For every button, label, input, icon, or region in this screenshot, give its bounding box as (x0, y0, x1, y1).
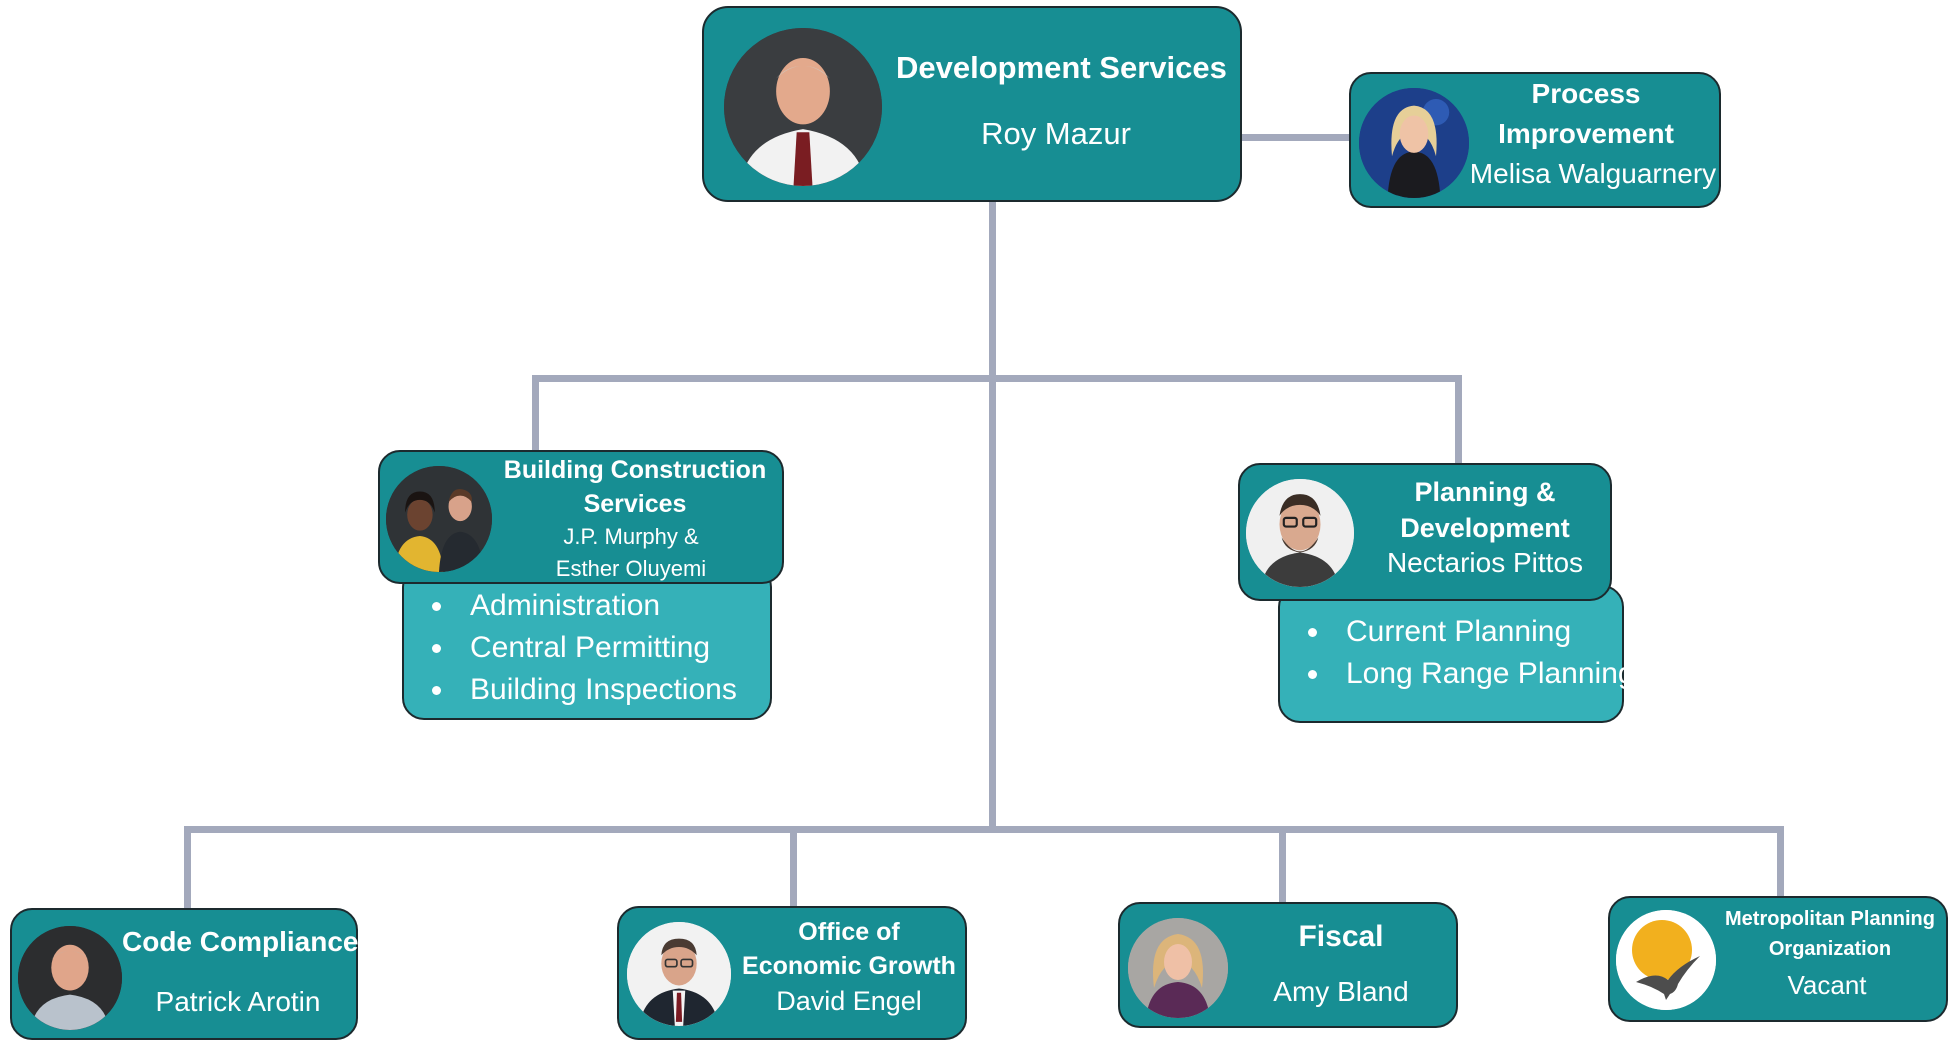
director-photo (724, 28, 882, 186)
code-title: Code Compliance (122, 926, 359, 957)
building-name-line2: Esther Oluyemi (555, 556, 707, 581)
connector-trunk (989, 200, 996, 832)
planning-name: Nectarios Pittos (1386, 547, 1584, 578)
code-compliance-box: Code Compliance Patrick Arotin (10, 908, 358, 1040)
connector-to-code (184, 826, 191, 911)
connector-to-planning (1455, 375, 1462, 465)
person-photo-icon (1246, 479, 1354, 587)
person-photo-icon (724, 28, 882, 186)
planning-services-list: Current Planning Long Range Planning (1278, 585, 1635, 723)
fiscal-box: Fiscal Amy Bland (1118, 902, 1458, 1028)
person-photo-icon (1359, 88, 1469, 198)
person-photo-icon (1128, 918, 1228, 1018)
economic-photo (627, 922, 731, 1026)
code-photo (18, 926, 122, 1030)
process-photo (1359, 88, 1469, 198)
mpo-title-line2: Organization (1768, 938, 1892, 960)
list-item: Long Range Planning (1280, 653, 1635, 695)
building-photo (386, 466, 492, 572)
planning-title-line1: Planning & (1414, 477, 1556, 507)
fiscal-name: Amy Bland (1273, 976, 1409, 1007)
building-name-line1: J.P. Murphy & (563, 524, 699, 549)
list-item: Administration (404, 585, 737, 627)
fiscal-title: Fiscal (1298, 920, 1384, 953)
mpo-title-line1: Metropolitan Planning (1725, 908, 1935, 930)
connector-to-economic (790, 826, 797, 909)
mpo-box: Metropolitan Planning Organization Vacan… (1608, 896, 1948, 1022)
mpo-logo-icon (1616, 910, 1716, 1010)
process-name: Melisa Walguarnery (1469, 158, 1717, 189)
building-services-list: Administration Central Permitting Buildi… (402, 565, 772, 720)
economic-title-line1: Office of (798, 918, 900, 946)
process-improvement-box: Process Improvement Melisa Walguarnery (1349, 72, 1721, 208)
code-name: Patrick Arotin (155, 986, 321, 1017)
planning-services-items: Current Planning Long Range Planning (1280, 611, 1635, 695)
director-title: Development Services (896, 50, 1227, 85)
list-item: Building Inspections (404, 669, 737, 711)
economic-name: David Engel (776, 986, 922, 1016)
fiscal-photo (1128, 918, 1228, 1018)
building-title-line2: Services (583, 490, 687, 518)
connector-mid-horizontal (532, 375, 1462, 382)
planning-photo (1246, 479, 1354, 587)
connector-to-mpo (1777, 826, 1784, 898)
mpo-name: Vacant (1787, 970, 1867, 1000)
building-services-items: Administration Central Permitting Buildi… (404, 585, 737, 711)
connector-to-fiscal (1279, 826, 1286, 904)
connector-to-building (532, 375, 539, 450)
economic-growth-box: Office of Economic Growth David Engel (617, 906, 967, 1040)
director-box: Development Services Roy Mazur (702, 6, 1242, 202)
director-name: Roy Mazur (981, 116, 1131, 151)
list-item: Current Planning (1280, 611, 1635, 653)
building-title-line1: Building Construction (503, 456, 767, 484)
person-photo-icon (627, 922, 731, 1026)
economic-title-line2: Economic Growth (742, 952, 956, 980)
person-photo-icon (18, 926, 122, 1030)
people-photo-icon (386, 466, 492, 572)
list-item: Central Permitting (404, 627, 737, 669)
planning-title-line2: Development (1400, 513, 1570, 543)
connector-director-process (1240, 134, 1350, 141)
mpo-logo (1616, 910, 1716, 1010)
building-construction-box: Building Construction Services J.P. Murp… (378, 450, 784, 584)
process-title-line2: Improvement (1498, 118, 1674, 149)
planning-development-box: Planning & Development Nectarios Pittos (1238, 463, 1612, 601)
connector-bottom-horizontal (184, 826, 1784, 833)
process-title-line1: Process (1531, 78, 1641, 109)
